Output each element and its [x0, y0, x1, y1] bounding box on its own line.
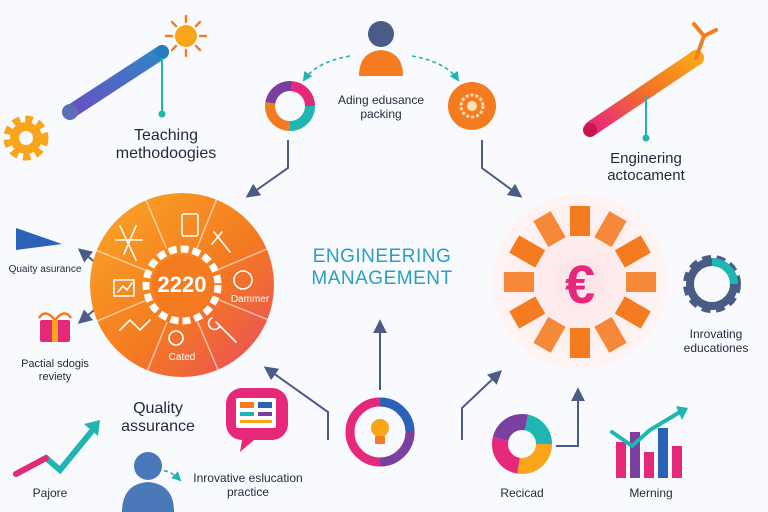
connector-arrows: [77, 140, 585, 447]
label-engineering-act-line2: actocament: [607, 167, 685, 185]
label-adding-line2: packing: [360, 106, 402, 121]
arrow-to-right-wheel-bottom: [461, 370, 503, 440]
euro-symbol: €: [564, 255, 596, 315]
left-wheel-center-text: 2220: [157, 272, 207, 297]
label-adding-line1: Ading edusance: [337, 93, 425, 107]
wheel-ray: [509, 235, 546, 268]
right-wheel: [492, 194, 668, 370]
label-recicad: Recicad: [500, 486, 544, 500]
wheel-divider: [218, 248, 267, 271]
label-pajore: Pajore: [32, 486, 68, 500]
label-innovative-practice-line2: practice: [226, 484, 270, 499]
wheel-divider: [196, 321, 219, 370]
center-title: ENGINEERING MANAGEMENT: [296, 246, 468, 290]
person-bottom-icon: [122, 452, 174, 512]
bar-chart-icon: [610, 406, 688, 478]
chart-box-icon: [113, 279, 135, 297]
label-innovative-practice: Inrovative eslucation practice: [186, 471, 310, 500]
wheel-ray: [504, 272, 534, 292]
trend-arrow-head-icon: [84, 420, 100, 436]
arrow-from-donut: [556, 387, 585, 447]
label-innovating-edu-line2: educationes: [683, 340, 749, 355]
wrench-icon: [207, 317, 237, 343]
atom-icon: [168, 330, 184, 346]
donut-chart-icon: [492, 414, 552, 474]
label-innovating-edu-line1: Inrovating: [689, 327, 743, 341]
label-partial-line1: Pactial sdogis: [21, 358, 89, 370]
wheel-divider: [97, 299, 146, 322]
gift-icon: [37, 312, 73, 342]
arrow-to-left-wheel: [245, 140, 289, 198]
wheel-divider: [145, 200, 168, 249]
wheel-divider: [96, 249, 146, 271]
label-innovating-edu: Inrovating educationes: [670, 327, 762, 356]
left-wheel-segment-damper: Dammer: [230, 294, 270, 305]
label-adding: Ading edusance packing: [326, 93, 436, 122]
label-partial: Pactial sdogis reviety: [0, 358, 110, 383]
robotic-arm-right-icon: [583, 22, 718, 142]
lightbulb-ring-icon: [345, 397, 415, 467]
wheel-ray: [614, 296, 651, 329]
label-merning: Merning: [629, 486, 673, 500]
gear-left-icon: [3, 115, 49, 161]
wheel-ray: [594, 316, 627, 353]
tool-icon: [211, 231, 231, 253]
gear-right-icon: [683, 255, 741, 313]
wheel-ray: [626, 272, 656, 292]
tablet-icon: [181, 213, 199, 237]
wheel-ray: [509, 296, 546, 329]
label-teaching: Teaching methodoogies: [96, 127, 236, 164]
center-title-line2: MANAGEMENT: [311, 267, 453, 289]
wheel-ray: [570, 206, 590, 236]
wheel-ray: [533, 316, 566, 353]
robotic-arm-left-icon: [62, 14, 208, 120]
gear-line-icon: [119, 318, 151, 332]
wheel-divider: [218, 299, 268, 321]
wheel-ray: [614, 235, 651, 268]
label-partial-line2: reviety: [38, 370, 72, 383]
label-teaching-line1: Teaching: [133, 127, 199, 144]
label-quality-big-line2: assurance: [121, 418, 195, 436]
label-quality-big: Quality assurance: [108, 400, 208, 437]
left-wheel-segment-cated: Cated: [168, 352, 196, 363]
label-innovative-practice-line1: Inrovative eslucation: [193, 471, 303, 485]
person-top-icon: [359, 21, 403, 76]
wheel-divider: [146, 321, 168, 371]
arrow-to-right-wheel: [481, 140, 523, 198]
ring-chart-icon: [265, 81, 315, 131]
wheel-ray: [533, 211, 566, 248]
compass-icon: [115, 225, 143, 261]
left-wheel: [90, 193, 274, 377]
label-quality-small: Quaity asurance: [8, 264, 82, 275]
label-teaching-line2: methodoogies: [115, 145, 217, 163]
wheel-ray: [594, 211, 627, 248]
label-engineering-act-line1: Enginering: [610, 150, 682, 167]
center-title-line1: ENGINEERING: [312, 246, 452, 267]
trend-base-icon: [13, 455, 49, 477]
sun-badge-icon: [448, 82, 496, 130]
wheel-ray: [570, 328, 590, 358]
orbit-icon: [233, 270, 253, 290]
triangle-flag-icon: [16, 228, 62, 250]
label-engineering-act: Enginering actocament: [584, 150, 708, 185]
arrow-to-left-wheel-bottom: [263, 366, 329, 440]
wheel-divider: [196, 199, 218, 249]
book-bubble-icon: [226, 388, 288, 452]
label-quality-big-line1: Quality: [133, 400, 183, 417]
